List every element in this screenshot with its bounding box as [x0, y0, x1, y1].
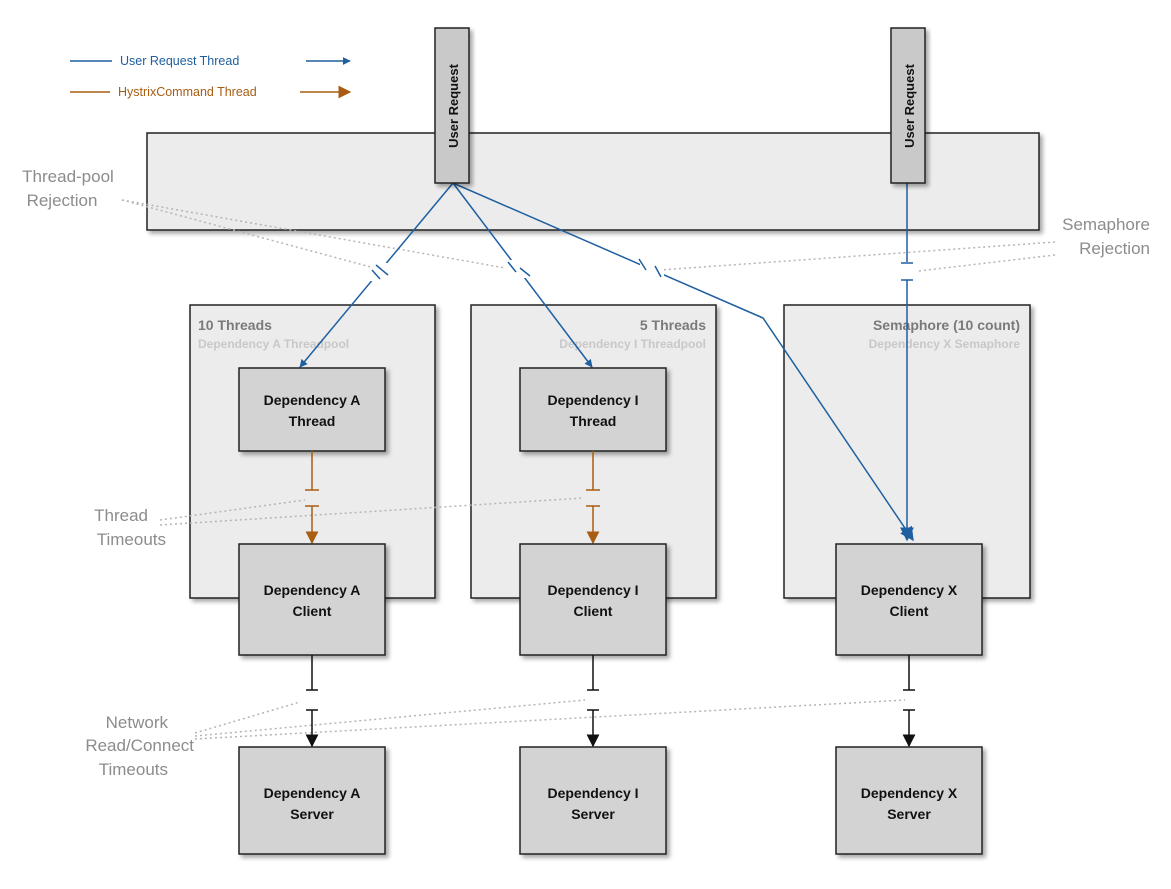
legend-user-thread-label: User Request Thread [120, 54, 239, 68]
pool-i-subtitle: Dependency I Threadpool [559, 337, 706, 351]
thread-i-line-2: Thread [570, 413, 617, 429]
hystrix-thread-flows [305, 451, 600, 545]
annotation-semaphore-rejection: Semaphore Rejection [1062, 215, 1150, 258]
network-timeouts-line-1: Network [106, 713, 169, 732]
pool-a-subtitle: Dependency A Threadpool [198, 337, 349, 351]
legend: User Request Thread HystrixCommand Threa… [70, 54, 352, 99]
server-box-x: Dependency X Server [835, 746, 983, 855]
client-box-i: Dependency I Client [519, 543, 667, 656]
pool-i-title: 5 Threads [640, 317, 706, 333]
server-i-line-2: Server [571, 806, 615, 822]
pool-x-subtitle: Dependency X Semaphore [869, 337, 1021, 351]
thread-box-a: Dependency A Thread [238, 367, 386, 452]
thread-timeouts-line-1: Thread [94, 506, 148, 525]
pool-x-title: Semaphore (10 count) [873, 317, 1020, 333]
server-x-line-2: Server [887, 806, 931, 822]
server-i-line-1: Dependency I [547, 785, 638, 801]
thread-box-i: Dependency I Thread [519, 367, 667, 452]
server-box-i: Dependency I Server [519, 746, 667, 855]
rejection-breakers [370, 258, 916, 281]
annotation-thread-timeouts: Thread Timeouts [94, 506, 166, 549]
thread-a-line-2: Thread [289, 413, 336, 429]
annotation-network-timeouts: Network Read/Connect Timeouts [85, 713, 194, 779]
user-request-flows [299, 182, 914, 542]
network-timeouts-line-2: Read/Connect [85, 736, 194, 755]
legend-hystrix-command-thread: HystrixCommand Thread [70, 85, 352, 99]
legend-hystrix-thread-label: HystrixCommand Thread [118, 85, 257, 99]
server-x-line-1: Dependency X [861, 785, 958, 801]
client-a-line-1: Dependency A [264, 582, 361, 598]
client-x-line-2: Client [890, 603, 929, 619]
user-request-box-left: User Request [434, 27, 470, 184]
user-request-label: User Request [902, 63, 917, 147]
user-request-label: User Request [446, 63, 461, 147]
client-i-line-2: Client [574, 603, 613, 619]
annotation-threadpool-rejection: Thread-pool Rejection [22, 167, 114, 210]
network-flows [305, 655, 916, 748]
pool-a-title: 10 Threads [198, 317, 272, 333]
thread-a-line-1: Dependency A [264, 392, 361, 408]
user-request-box-right: User Request [890, 27, 926, 184]
client-i-line-1: Dependency I [547, 582, 638, 598]
thread-i-line-1: Dependency I [547, 392, 638, 408]
threadpool-rejection-line-2: Rejection [27, 191, 98, 210]
network-timeouts-line-3: Timeouts [99, 760, 168, 779]
threadpool-rejection-line-1: Thread-pool [22, 167, 114, 186]
server-a-line-2: Server [290, 806, 334, 822]
client-a-line-2: Client [293, 603, 332, 619]
client-box-x: Dependency X Client [835, 543, 983, 656]
thread-timeouts-line-2: Timeouts [97, 530, 166, 549]
server-a-line-1: Dependency A [264, 785, 361, 801]
client-box-a: Dependency A Client [238, 543, 386, 656]
server-box-a: Dependency A Server [238, 746, 386, 855]
annotation-leaders [121, 199, 1056, 740]
semaphore-rejection-line-2: Rejection [1079, 239, 1150, 258]
client-x-line-1: Dependency X [861, 582, 958, 598]
legend-user-request-thread: User Request Thread [70, 54, 351, 68]
semaphore-rejection-line-1: Semaphore [1062, 215, 1150, 234]
